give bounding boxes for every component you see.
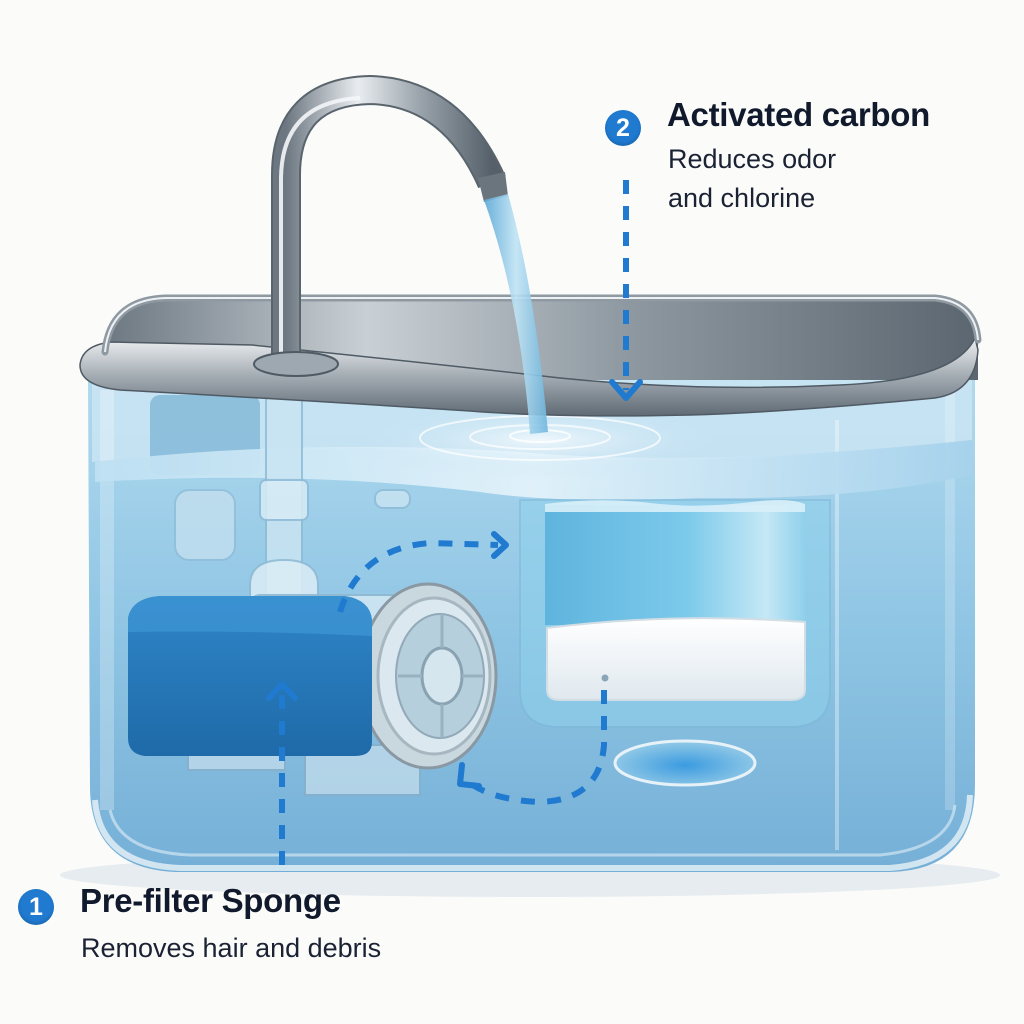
callout-title-pre-filter-sponge: Pre-filter Sponge <box>80 882 341 919</box>
arrowhead-left-icon <box>457 762 482 789</box>
number-badge-2: 2 <box>605 110 641 146</box>
pump-impeller <box>358 582 498 770</box>
callout-desc-line-1: Reduces odor <box>668 144 837 174</box>
number-badge-1: 1 <box>18 889 54 925</box>
flow-arrows <box>279 180 629 865</box>
faucet-spout <box>253 74 508 377</box>
activated-carbon-filter <box>519 499 831 728</box>
callout-desc-line-2: and chlorine <box>668 183 816 213</box>
arrowhead-right-icon <box>491 531 509 559</box>
arrow-pump-to-filter <box>337 539 499 613</box>
arrowheads <box>266 379 643 789</box>
arrowhead-down-icon <box>609 379 643 401</box>
drain-outlet <box>613 739 757 787</box>
water-stream <box>484 194 548 434</box>
pre-filter-sponge <box>128 596 372 756</box>
callout-title-activated-carbon: Activated carbon <box>667 96 930 133</box>
callout-desc-line-1: Removes hair and debris <box>81 933 382 963</box>
arrowhead-up-icon <box>266 681 298 701</box>
